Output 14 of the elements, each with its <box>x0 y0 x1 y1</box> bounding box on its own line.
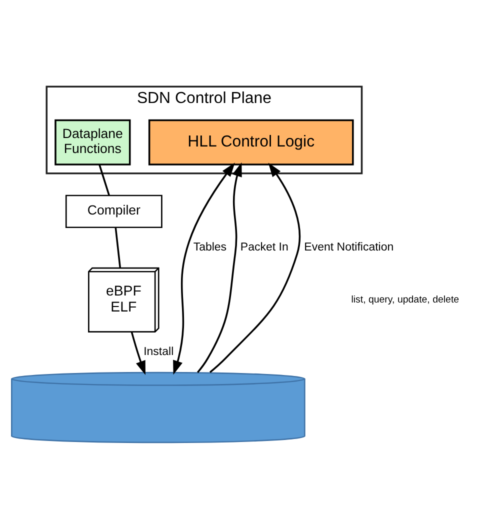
arrow <box>209 162 300 373</box>
label: list, query, update, delete <box>351 294 460 306</box>
edge-label: Tables <box>193 242 227 254</box>
node-box: HLL Control Logic <box>148 119 354 166</box>
edge-label: Packet In <box>240 242 288 254</box>
edge-label: Install <box>144 346 174 358</box>
connector <box>98 164 110 196</box>
arrow <box>196 162 242 373</box>
arrow <box>173 162 235 375</box>
node-box: Compiler <box>65 194 162 228</box>
node-box: Dataplane Functions <box>54 119 131 166</box>
arrow <box>130 332 146 376</box>
connector <box>114 227 122 268</box>
edge-label: Event Notification <box>304 242 394 254</box>
